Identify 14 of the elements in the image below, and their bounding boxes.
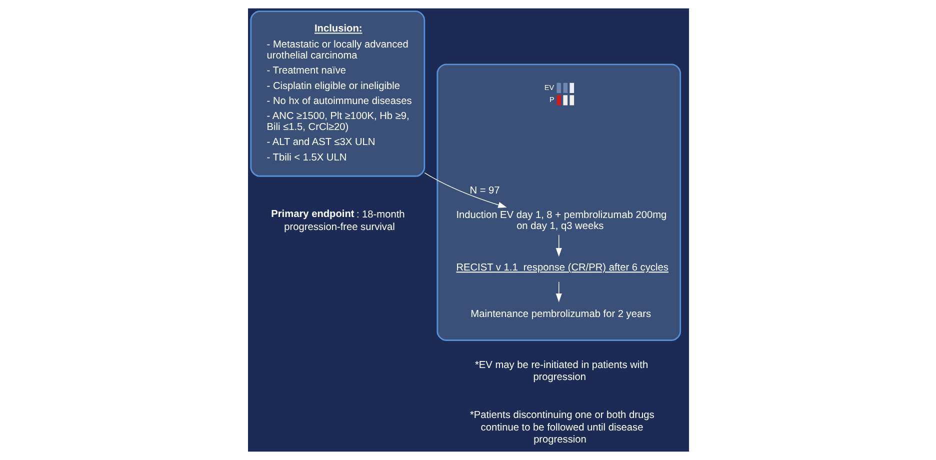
edge-label: N = 97	[469, 186, 500, 197]
cluster	[436, 64, 681, 341]
arrow	[424, 172, 506, 208]
label: Primary endpoint: 18-month progression-free survival	[270, 208, 404, 233]
label: *Patients discontinuing one or both drugs continue to be followed until disease progression	[469, 410, 654, 446]
label: *EV may be re-initiated in patients with progression	[474, 360, 648, 384]
node-text: Maintenance pembrolizumab for 2 years	[470, 308, 651, 320]
label: P	[548, 95, 554, 104]
label: EV	[544, 82, 554, 92]
node-text: Induction EV day 1, 8 + pembrolizumab 200mg on day 1, q3 weeks	[456, 210, 666, 232]
arrow	[555, 282, 562, 302]
node-text: RECIST v 1.1 response (CR/PR) after 6 cycles	[456, 262, 668, 274]
arrow	[555, 234, 562, 257]
node-box: Inclusion: - Metastatic or locally advanced urothelial carcinoma - Treatment naïve - Cisplatin eligible or ineligible - No hx of autoimmune diseases - ANC ≥1500, Plt ≥100K, Hb ≥9, Bili ≤1.5, CrCl≥20) - ALT and AST ≤3X ULN - Tbili < 1.5X ULN	[250, 10, 425, 177]
